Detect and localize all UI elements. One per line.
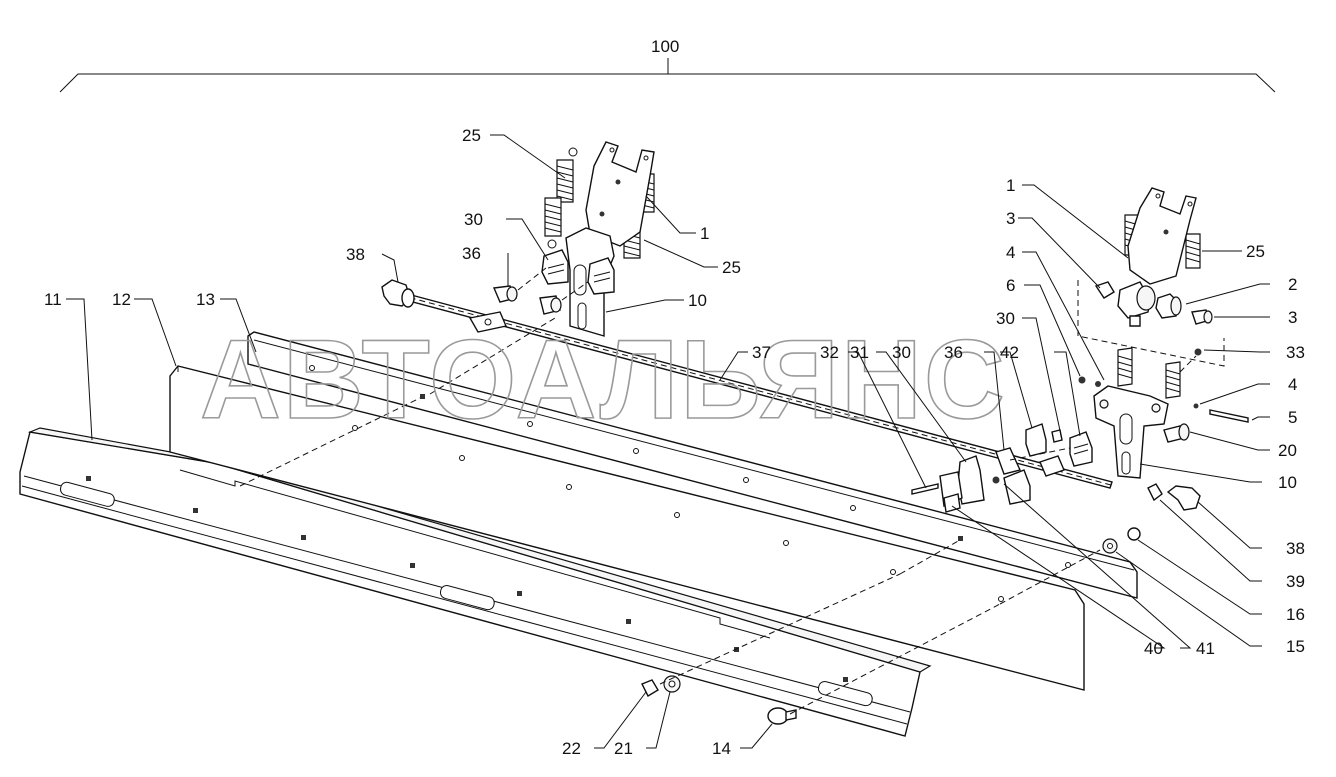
callout-30-mid: 30 (892, 343, 911, 362)
callout-39: 39 (1286, 572, 1305, 591)
callout-31: 31 (850, 343, 869, 362)
callout-5: 5 (1288, 408, 1297, 427)
callout-30-right: 30 (996, 309, 1015, 328)
callout-36-mid: 36 (944, 343, 963, 362)
callout-14: 14 (712, 739, 731, 758)
callout-1-left: 1 (700, 224, 709, 243)
watermark: АВТОАЛЬЯНС (200, 317, 1007, 442)
callout-25-right: 25 (1246, 242, 1265, 261)
center-clamp-group (911, 423, 1141, 554)
right-latch-assembly (1077, 187, 1225, 367)
part-13-narrow-strip (247, 331, 1138, 599)
callout-42: 42 (1000, 343, 1019, 362)
callout-12: 12 (112, 290, 131, 309)
callout-numbers: 25 30 36 38 1 25 10 11 12 13 37 32 31 30… (44, 126, 1305, 758)
callout-4-right: 4 (1288, 375, 1297, 394)
callout-21: 21 (614, 739, 633, 758)
callout-41: 41 (1196, 639, 1215, 658)
callout-32: 32 (820, 343, 839, 362)
callout-15: 15 (1286, 637, 1305, 656)
callout-30-left: 30 (464, 210, 483, 229)
callout-3-top: 3 (1006, 209, 1015, 228)
callout-2: 2 (1288, 275, 1297, 294)
left-latch-assembly (492, 141, 655, 337)
callout-4-top: 4 (1006, 243, 1015, 262)
callout-20: 20 (1278, 441, 1297, 460)
callout-16: 16 (1286, 605, 1305, 624)
assembly-bracket: 100 (59, 37, 1276, 93)
callout-1-right: 1 (1006, 176, 1015, 195)
callout-40: 40 (1144, 639, 1163, 658)
callout-38-right: 38 (1286, 539, 1305, 558)
callout-37: 37 (752, 343, 771, 362)
leader-lines (66, 134, 1270, 749)
callout-10-right: 10 (1278, 473, 1297, 492)
callout-10-left: 10 (688, 291, 707, 310)
callout-33: 33 (1286, 343, 1305, 362)
callout-6: 6 (1006, 276, 1015, 295)
assembly-number-label: 100 (651, 37, 679, 56)
callout-36-left: 36 (462, 244, 481, 263)
part-38-left-knob (381, 279, 507, 333)
right-hinge-body (1078, 347, 1249, 479)
callout-38-left: 38 (346, 245, 365, 264)
callout-25-left: 25 (722, 258, 741, 277)
part-38-right-knob (1147, 483, 1201, 511)
part-12-flat-plate (169, 365, 1085, 691)
part-11-angle-strip (19, 427, 932, 737)
callout-13: 13 (196, 290, 215, 309)
callout-22: 22 (562, 739, 581, 758)
alignment-lines (239, 317, 1101, 715)
callout-3-right: 3 (1288, 308, 1297, 327)
callout-25-top: 25 (462, 126, 481, 145)
callout-11: 11 (44, 290, 62, 309)
fasteners-bottom (641, 675, 797, 725)
